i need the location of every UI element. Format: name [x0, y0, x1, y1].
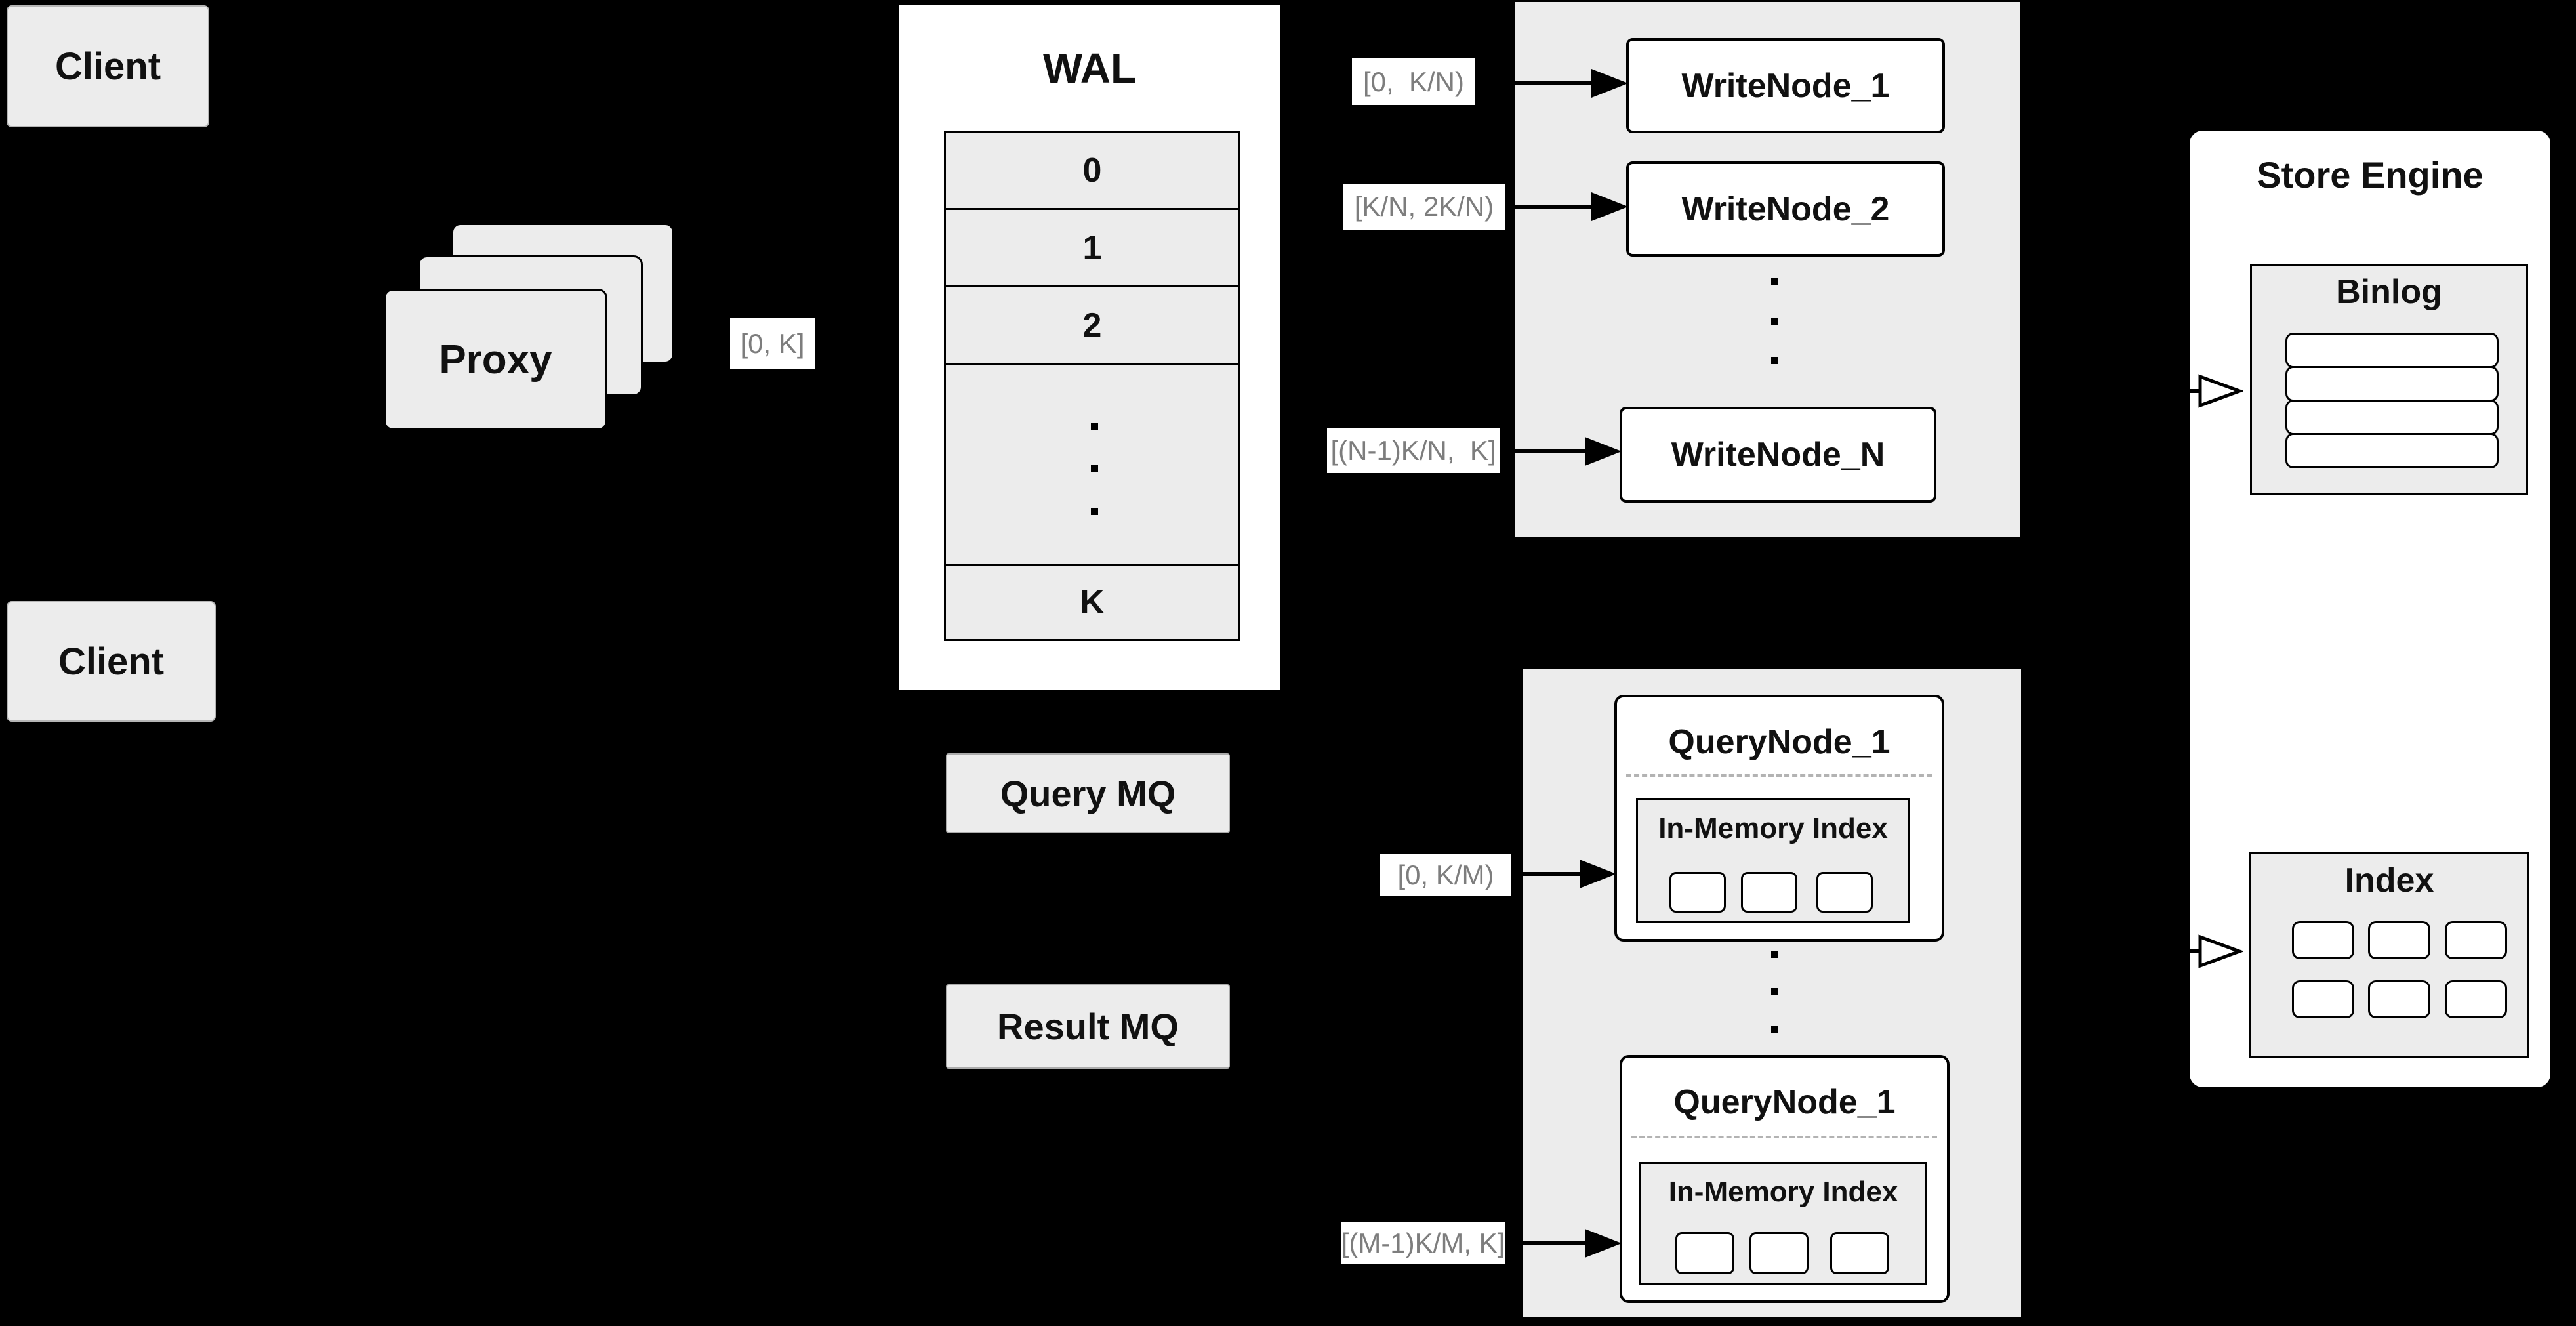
- binlog-title: Binlog: [2336, 273, 2442, 311]
- edge-label-writenode-2: [K/N, 2K/N): [1343, 184, 1505, 230]
- client-box-top: Client: [7, 5, 209, 127]
- arrowhead-writenode-2: [1591, 192, 1628, 221]
- ellipsis-dot: [1771, 318, 1778, 325]
- wal-title: WAL: [1042, 45, 1137, 92]
- wal-row-ellipsis: [944, 363, 1240, 566]
- arrow-line-writenode-1: [1476, 81, 1591, 85]
- arrowhead-querynode-1: [1580, 860, 1616, 888]
- ellipsis-dot: [1771, 988, 1778, 995]
- binlog-box: Binlog: [2250, 264, 2528, 495]
- write-node-2: WriteNode_2: [1626, 161, 1945, 257]
- in-memory-index-2: In-Memory Index: [1639, 1162, 1927, 1285]
- segment-cell: [1749, 1232, 1809, 1274]
- arrow-line-querynode-1: [1513, 872, 1580, 876]
- index-cell: [2368, 980, 2430, 1018]
- ellipsis-dot: [1771, 357, 1778, 364]
- client-box-bottom: Client: [7, 601, 216, 722]
- index-title: Index: [2344, 861, 2434, 900]
- wal-row-1-label: 1: [1082, 228, 1102, 267]
- query-mq-box: Query MQ: [946, 753, 1230, 833]
- index-cell: [2368, 921, 2430, 959]
- arrow-line-writenode-n: [1501, 449, 1585, 453]
- segment-cell: [1669, 872, 1726, 913]
- in-memory-index-1-title: In-Memory Index: [1658, 812, 1888, 844]
- query-mq-label: Query MQ: [1000, 772, 1176, 814]
- ellipsis-dot: [1091, 508, 1098, 515]
- ellipsis-dot: [1771, 278, 1778, 285]
- in-memory-index-2-title: In-Memory Index: [1668, 1176, 1898, 1208]
- store-engine-box: Store Engine Binlog Index: [2188, 129, 2552, 1088]
- index-box: Index: [2249, 852, 2529, 1058]
- edge-label-writenode-n: [(N-1)K/N, K]: [1327, 428, 1500, 473]
- arrow-line-writenode-2: [1506, 205, 1591, 209]
- write-node-n-label: WriteNode_N: [1671, 436, 1885, 474]
- index-cell: [2445, 921, 2507, 959]
- client-top-label: Client: [54, 45, 161, 88]
- wal-row-k-label: K: [1080, 583, 1105, 621]
- edge-label-querynode-1: [0, K/M): [1380, 854, 1511, 896]
- result-mq-box: Result MQ: [946, 984, 1230, 1069]
- arrowhead-querynode-m: [1585, 1229, 1622, 1258]
- ellipsis-dot: [1091, 423, 1098, 430]
- wal-row-k: K: [944, 564, 1240, 641]
- open-arrowhead-index: [2198, 934, 2243, 968]
- wal-row-0: 0: [944, 131, 1240, 210]
- edge-label-querynode-m: [(M-1)K/M, K]: [1341, 1222, 1505, 1264]
- open-arrowhead-binlog: [2198, 374, 2243, 408]
- write-node-n: WriteNode_N: [1620, 407, 1936, 503]
- arrow-line-querynode-m: [1506, 1241, 1585, 1245]
- arrowhead-writenode-1: [1591, 69, 1628, 98]
- edge-label-writenode-1: [0, K/N): [1352, 58, 1475, 105]
- wal-table: 0 1 2 K: [944, 131, 1240, 641]
- ellipsis-dot: [1771, 1026, 1778, 1033]
- dashed-separator: [1626, 774, 1932, 777]
- ellipsis-dot: [1091, 465, 1098, 472]
- proxy-label: Proxy: [439, 337, 552, 383]
- query-node-1-title: QueryNode_1: [1668, 723, 1891, 761]
- wal-row-2: 2: [944, 285, 1240, 365]
- write-node-1: WriteNode_1: [1626, 38, 1945, 133]
- arrowhead-writenode-n: [1585, 437, 1622, 466]
- wal-row-0-label: 0: [1082, 151, 1102, 190]
- binlog-row: [2285, 400, 2499, 435]
- client-bottom-label: Client: [58, 640, 165, 683]
- ellipsis-dot: [1771, 951, 1778, 958]
- index-cell: [2292, 980, 2354, 1018]
- write-node-2-label: WriteNode_2: [1681, 190, 1890, 228]
- proxy-card-front: Proxy: [384, 289, 607, 430]
- segment-cell: [1741, 872, 1797, 913]
- binlog-row: [2285, 366, 2499, 402]
- result-mq-label: Result MQ: [997, 1006, 1179, 1047]
- binlog-row: [2285, 333, 2499, 368]
- dashed-separator: [1631, 1136, 1937, 1138]
- segment-cell: [1830, 1232, 1889, 1274]
- binlog-rows: [2285, 333, 2499, 468]
- write-node-1-label: WriteNode_1: [1681, 66, 1890, 105]
- segment-cell: [1816, 872, 1873, 913]
- in-memory-index-1: In-Memory Index: [1636, 798, 1910, 923]
- segment-cell: [1675, 1232, 1734, 1274]
- query-node-2-title: QueryNode_1: [1673, 1083, 1896, 1121]
- wal-row-1: 1: [944, 208, 1240, 287]
- store-engine-title: Store Engine: [2257, 154, 2484, 196]
- binlog-row: [2285, 433, 2499, 468]
- query-node-1: QueryNode_1 In-Memory Index: [1614, 695, 1944, 942]
- arrow-line-binlog: [2066, 389, 2201, 393]
- index-cell: [2445, 980, 2507, 1018]
- wal-row-2-label: 2: [1082, 306, 1102, 344]
- index-cell: [2292, 921, 2354, 959]
- query-node-2: QueryNode_1 In-Memory Index: [1620, 1055, 1950, 1303]
- arrow-line-index: [2066, 949, 2201, 953]
- wal-box: WAL 0 1 2 K: [897, 3, 1282, 692]
- edge-label-proxy-to-wal: [0, K]: [730, 318, 815, 369]
